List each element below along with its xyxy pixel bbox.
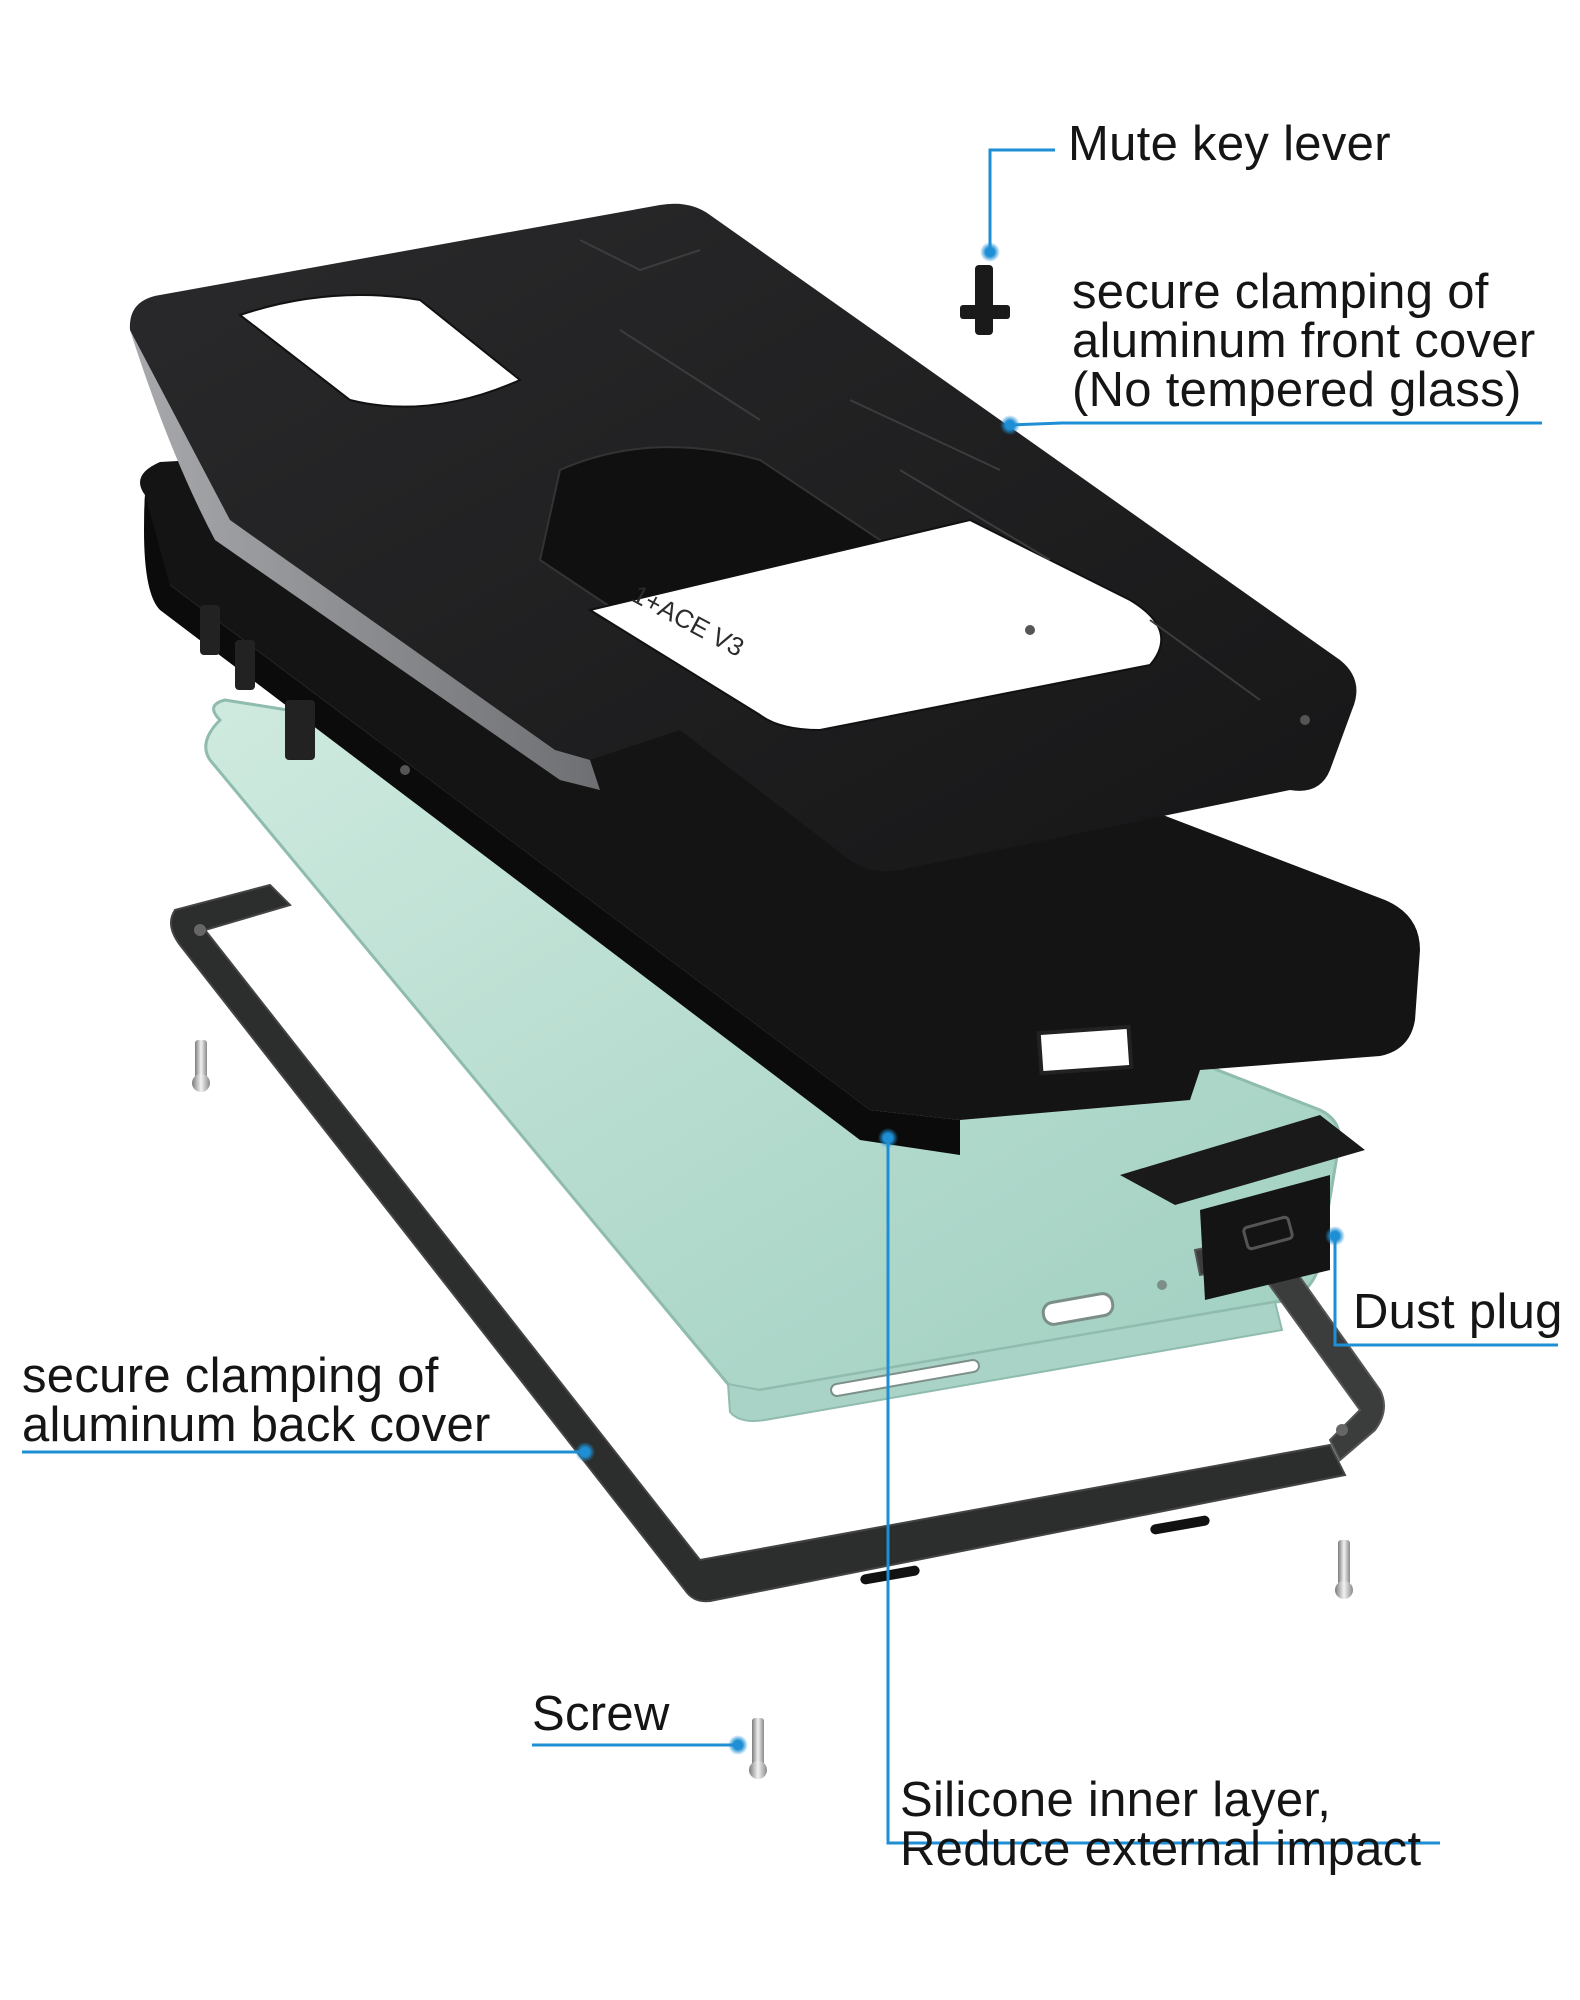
- front-cover-line-3: (No tempered glass): [1072, 363, 1522, 417]
- silicone-callout-line: [886, 1138, 1440, 1845]
- phone-side-buttons: [200, 605, 315, 760]
- screw-label: Screw: [532, 1690, 670, 1739]
- speaker-grille: [830, 1359, 980, 1397]
- dust-plug-text: Dust plug: [1353, 1285, 1563, 1339]
- back-cover-label: secure clamping of aluminum back cover: [22, 1352, 491, 1450]
- cover-screw-holes: [400, 625, 1310, 775]
- silicone-line-2: Reduce external impact: [900, 1822, 1422, 1876]
- front-cover-callout-line: [1009, 421, 1542, 427]
- front-cover-line-2: aluminum front cover: [1072, 314, 1536, 368]
- front-cover-line-1: secure clamping of: [1072, 265, 1489, 319]
- mute-key-lever-text: Mute key lever: [1068, 117, 1391, 171]
- cover-texture-lines: [579, 239, 1261, 701]
- mute-key-lever-part: [960, 265, 1010, 335]
- dust-plug-part: [1120, 1115, 1365, 1300]
- front-cover-label: secure clamping of aluminum front cover …: [1072, 268, 1536, 415]
- screw-right: [1335, 1540, 1353, 1599]
- silicone-line-1: Silicone inner layer,: [900, 1773, 1332, 1827]
- callout-lines: [22, 148, 1558, 1845]
- silicone-layer-label: Silicone inner layer, Reduce external im…: [900, 1776, 1421, 1874]
- mute-key-callout-line: [988, 148, 1055, 250]
- back-cover-line-1: secure clamping of: [22, 1349, 439, 1403]
- screw-text: Screw: [532, 1687, 670, 1741]
- callout-dots: [575, 242, 1345, 1755]
- mute-key-lever-label: Mute key lever: [1068, 120, 1391, 169]
- dust-plug-label: Dust plug: [1353, 1288, 1563, 1337]
- aluminum-front-cover: 1+ACE V3: [129, 203, 1357, 872]
- dust-plug-callout-line: [1333, 1238, 1558, 1347]
- back-cover-line-2: aluminum back cover: [22, 1398, 491, 1452]
- screw-bottom: [749, 1718, 767, 1779]
- screw-left: [192, 1040, 210, 1092]
